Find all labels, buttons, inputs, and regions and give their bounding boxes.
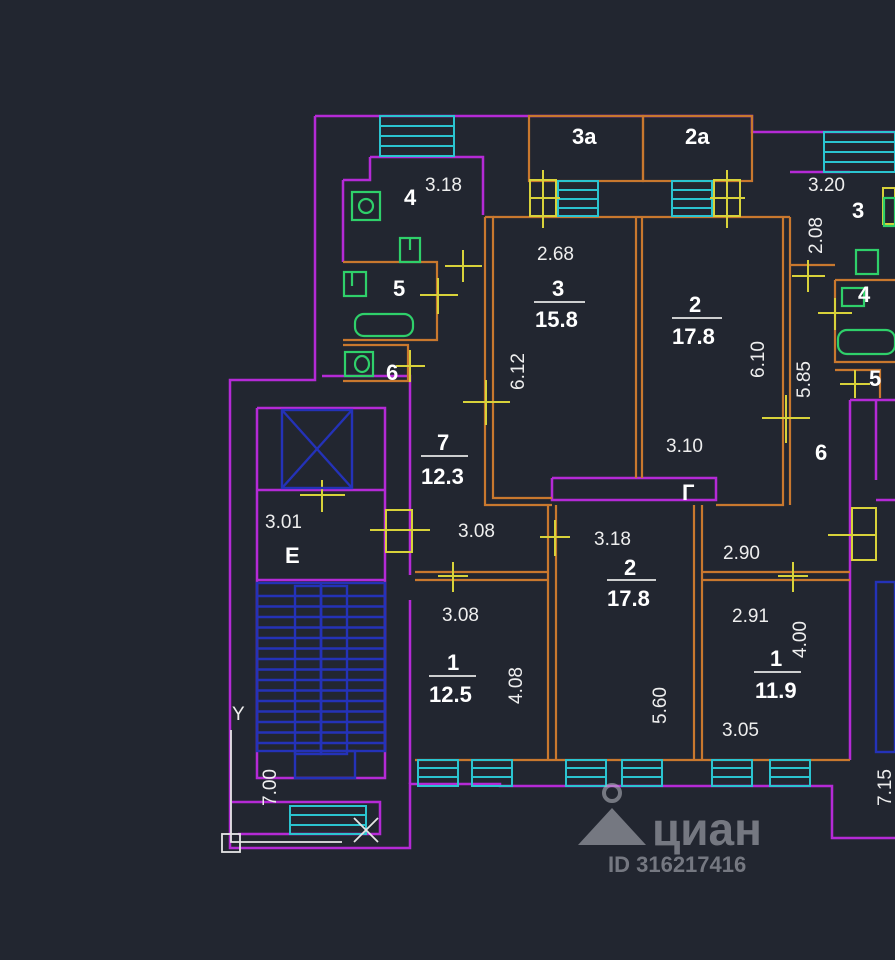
- dim-7.00: 7.00: [260, 769, 281, 806]
- window-bottom-6: [769, 759, 811, 787]
- outer-walls: [228, 114, 895, 850]
- room-6-small-label: 6: [386, 360, 398, 385]
- window-stair: [289, 805, 367, 835]
- sink-icon: [342, 270, 368, 298]
- door-2-mid: [540, 520, 570, 556]
- dim-3.10: 3.10: [666, 436, 703, 457]
- toilet-icon: [398, 236, 422, 264]
- room-3-label: 3: [552, 276, 564, 301]
- dim-3.18-top: 3.18: [425, 175, 462, 196]
- watermark-brand: циан: [652, 803, 762, 855]
- dim-5.60: 5.60: [650, 687, 671, 724]
- room-3a-label: 3а: [572, 124, 597, 149]
- room-E-label: E: [285, 543, 300, 568]
- window-bottom-4: [621, 759, 663, 787]
- dimension-labels: 3.18 2.68 6.12 6.10 5.85 3.10 3.20 2.08 …: [260, 175, 895, 806]
- window-top-left: [379, 115, 455, 157]
- bathtub-icon: [353, 312, 415, 338]
- bathtub-icon: [836, 328, 895, 356]
- doors: [300, 170, 895, 592]
- area-1-left: 12.5: [429, 682, 472, 707]
- dim-6.12: 6.12: [508, 353, 529, 390]
- door-2-top: [762, 395, 810, 443]
- area-labels: 15.8 17.8 12.3 17.8 12.5 11.9: [421, 301, 801, 707]
- dim-2.91: 2.91: [732, 606, 769, 627]
- room-3-right-label: 3: [852, 198, 864, 223]
- area-2-mid: 17.8: [607, 586, 650, 611]
- door-4: [445, 250, 482, 282]
- room-1-right-label: 1: [770, 646, 782, 671]
- area-1-right: 11.9: [755, 678, 797, 703]
- area-3: 15.8: [535, 307, 578, 332]
- room-labels: 3а 2а 4 5 3 2 7 E 2 1 1 6 3 4 5 6 Г: [285, 124, 881, 675]
- window-bottom-1: [417, 759, 459, 787]
- watermark: циан ID 316217416: [578, 783, 762, 877]
- watermark-id: ID 316217416: [608, 852, 746, 877]
- dim-7.15: 7.15: [875, 769, 895, 806]
- door-elevator: [300, 480, 345, 512]
- windows: [289, 115, 895, 835]
- door-1-left: [438, 562, 468, 592]
- room-G-label: Г: [682, 480, 695, 505]
- door-2a: [710, 170, 745, 228]
- room-2a-label: 2а: [685, 124, 710, 149]
- axis-label: Y: [232, 704, 245, 725]
- window-bottom-3: [565, 759, 607, 787]
- room-5-label: 5: [393, 276, 405, 301]
- interior-walls: [343, 114, 895, 762]
- dim-3.08-a: 3.08: [458, 521, 495, 542]
- door-right-bath: [818, 298, 852, 330]
- door-right-corr: [792, 260, 825, 292]
- door-3a: [529, 170, 560, 228]
- dim-3.05: 3.05: [722, 720, 759, 741]
- window-bottom-5: [711, 759, 753, 787]
- door-entry: [370, 509, 430, 553]
- sink-icon: [350, 190, 382, 222]
- door-3: [463, 380, 510, 425]
- room-2-mid-label: 2: [624, 555, 636, 580]
- dim-3.18-mid: 3.18: [594, 529, 631, 550]
- elevator-icon: [280, 408, 354, 490]
- dim-4.00: 4.00: [790, 621, 811, 658]
- dim-4.08: 4.08: [506, 667, 527, 704]
- sink-icon: [840, 286, 866, 308]
- dim-2.68: 2.68: [537, 244, 574, 265]
- door-right-wc: [840, 370, 870, 398]
- room-4-right-label: 4: [858, 282, 871, 307]
- window-top-2a: [671, 180, 713, 217]
- room-7-label: 7: [437, 430, 449, 455]
- dim-3.01: 3.01: [265, 512, 302, 533]
- stairs-right: [874, 580, 895, 754]
- fixtures: [342, 190, 895, 378]
- staircase-icon: [255, 581, 387, 780]
- door-bath: [396, 350, 425, 382]
- toilet-icon: [854, 248, 880, 276]
- cian-logo-icon: [578, 783, 646, 845]
- room-1-left-label: 1: [447, 650, 459, 675]
- dim-2.08: 2.08: [806, 217, 827, 254]
- area-2-top: 17.8: [672, 324, 715, 349]
- dim-6.10: 6.10: [748, 341, 769, 378]
- dim-3.20: 3.20: [808, 175, 845, 196]
- door-1-right: [778, 562, 808, 592]
- dim-5.85: 5.85: [794, 361, 815, 398]
- room-5-right-label: 5: [869, 366, 881, 391]
- window-top-right: [823, 131, 895, 173]
- area-7: 12.3: [421, 464, 464, 489]
- room-2-top-label: 2: [689, 292, 701, 317]
- cabinet-icon: [882, 196, 895, 228]
- door-right-entry: [828, 507, 877, 561]
- toilet-icon: [343, 350, 375, 378]
- axis-marker: [221, 730, 379, 853]
- room-6-label: 6: [815, 440, 827, 465]
- room-4-label: 4: [404, 185, 417, 210]
- window-bottom-2: [471, 759, 513, 787]
- door-5: [420, 278, 458, 314]
- dim-3.08-b: 3.08: [442, 605, 479, 626]
- window-top-3a: [557, 180, 599, 217]
- dim-2.90: 2.90: [723, 543, 760, 564]
